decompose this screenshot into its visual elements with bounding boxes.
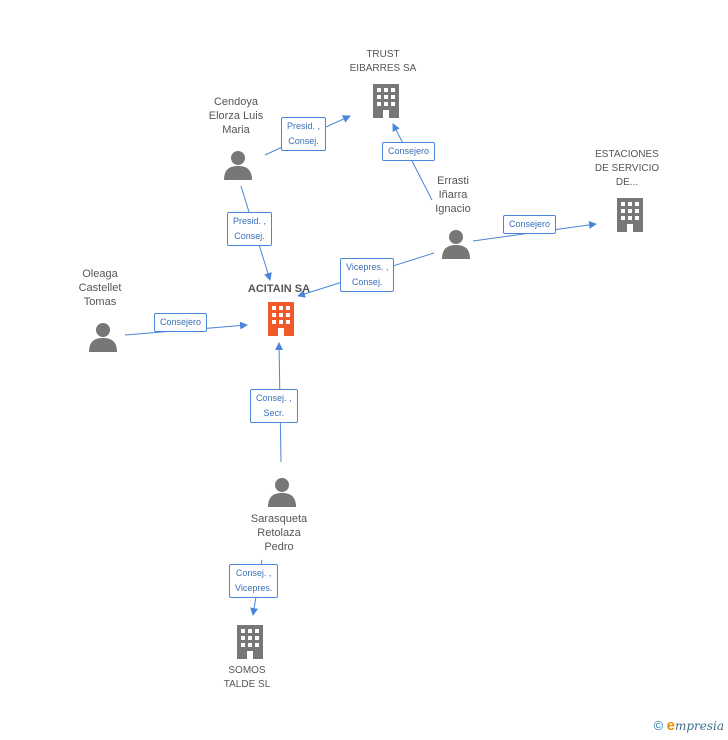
node-label-line: TRUST <box>366 49 400 60</box>
edge-label-line: Consej. , <box>235 568 272 578</box>
edge-label-oleaga-acitain: Consejero <box>154 313 208 332</box>
edge-label-cendoya-acitain: Presid. , Consej. <box>227 212 273 246</box>
building-icon-main[interactable] <box>265 302 297 336</box>
node-label-errasti[interactable]: Errasti Iñarra Ignacio <box>403 174 503 216</box>
node-label-oleaga[interactable]: Oleaga Castellet Tomas <box>50 267 150 309</box>
node-label-line: DE... <box>615 177 639 188</box>
node-label-cendoya[interactable]: Cendoya Elorza Luis Maria <box>186 95 286 137</box>
node-label-line: Cendoya <box>213 96 259 108</box>
node-label-acitain[interactable]: ACITAIN SA <box>229 282 329 296</box>
node-label-line: Sarasqueta <box>250 513 308 525</box>
edge-label-sarasqueta-somos: Consej. , Vicepres. <box>229 564 279 598</box>
edge-label-cendoya-trust: Presid. , Consej. <box>281 117 327 151</box>
node-label-line: ESTACIONES <box>595 149 659 160</box>
node-label-line: Maria <box>222 124 250 136</box>
copyright-icon: © <box>653 718 664 733</box>
node-label-line: ACITAIN SA <box>247 283 311 295</box>
edge-label-line: Consej. <box>351 277 383 287</box>
node-label-somos[interactable]: SOMOS TALDE SL <box>197 664 297 692</box>
node-label-line: TALDE SL <box>223 679 271 690</box>
node-label-line: Elorza Luis <box>208 110 264 122</box>
edge-label-line: Consej. , <box>256 393 292 403</box>
edge-label-line: Consej. <box>288 136 319 146</box>
node-label-trust[interactable]: TRUST EIBARRES SA <box>333 48 433 76</box>
node-label-line: Oleaga <box>82 268 118 280</box>
edge-label-line: Presid. , <box>233 216 267 226</box>
person-icon[interactable] <box>441 229 471 259</box>
edge-label-line: Presid. , <box>287 121 321 131</box>
edge-label-line: Vicepres. , <box>346 262 389 272</box>
edge-label-line: Consej. <box>234 231 265 241</box>
node-label-line: SOMOS <box>228 665 266 676</box>
brand-footer[interactable]: © empresia <box>654 717 724 734</box>
node-label-estaciones[interactable]: ESTACIONES DE SERVICIO DE... <box>577 148 677 190</box>
edge-label-line: Consejero <box>509 219 551 229</box>
edge-label-line: Vicepres. <box>235 583 273 593</box>
person-icon[interactable] <box>267 477 297 507</box>
edge-label-errasti-estaciones: Consejero <box>503 215 557 234</box>
building-icon[interactable] <box>234 625 266 659</box>
edge-label-line: Consejero <box>388 146 430 156</box>
edge-label-errasti-acitain: Vicepres. , Consej. <box>340 258 395 292</box>
brand-logo-e: e <box>666 717 675 734</box>
edge-label-line: Consejero <box>160 317 202 327</box>
node-label-line: Retolaza <box>257 527 301 539</box>
node-label-sarasqueta[interactable]: Sarasqueta Retolaza Pedro <box>229 512 329 554</box>
brand-name: mpresia <box>674 719 724 733</box>
node-label-line: Castellet <box>78 282 122 294</box>
edge-label-errasti-trust: Consejero <box>382 142 436 161</box>
person-icon[interactable] <box>88 322 118 352</box>
edge-label-sarasqueta-acitain: Consej. , Secr. <box>250 389 298 423</box>
edge-errasti-trust <box>392 123 433 201</box>
node-label-line: Tomas <box>83 296 117 308</box>
building-icon[interactable] <box>614 198 646 232</box>
node-label-line: DE SERVICIO <box>594 163 660 174</box>
node-label-line: Ignacio <box>435 203 471 215</box>
node-label-line: Errasti <box>437 175 469 187</box>
person-icon[interactable] <box>223 150 253 180</box>
node-label-line: Pedro <box>264 541 294 553</box>
edge-label-line: Secr. <box>263 408 285 418</box>
building-icon[interactable] <box>370 84 402 118</box>
node-label-line: EIBARRES SA <box>349 63 417 74</box>
node-label-line: Iñarra <box>438 189 468 201</box>
